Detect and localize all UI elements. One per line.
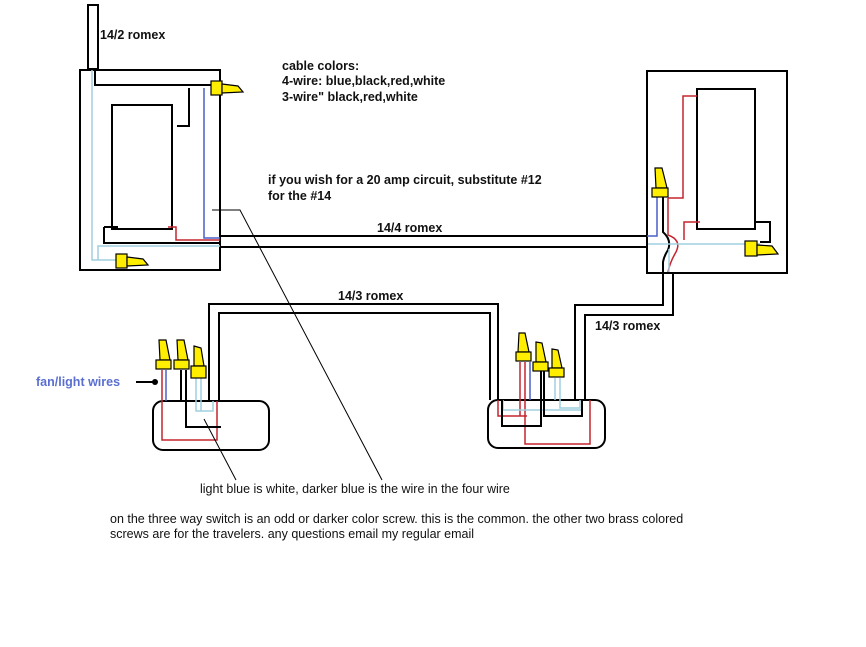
wire-nut (651, 187, 669, 198)
cable-colors-heading: cable colors: (282, 59, 359, 73)
amp-note-line2: for the #14 (268, 189, 331, 203)
supply-cable-label: 14/2 romex (100, 28, 165, 42)
three-wire-cable-left-label: 14/3 romex (338, 289, 403, 303)
four-wire-cable (220, 235, 646, 248)
wire-nut (744, 240, 758, 257)
switch-note-line1: on the three way switch is an odd or dar… (110, 512, 683, 526)
fan-light-box (152, 339, 270, 451)
wire-nut (173, 359, 190, 370)
pointer-line (203, 418, 237, 481)
four-wire-cable-label: 14/4 romex (377, 221, 442, 235)
legend-note: light blue is white, darker blue is the … (200, 482, 510, 496)
left-switch-body (111, 104, 173, 230)
right-switch-box (646, 70, 788, 274)
wire-nut (548, 367, 565, 378)
switch-note-line2: screws are for the travelers. any questi… (110, 527, 474, 541)
three-way-switch-box (487, 332, 606, 449)
wire-nut (155, 359, 172, 370)
cable-colors-three-wire: 3-wire" black,red,white (282, 90, 418, 104)
fan-light-dot (152, 379, 158, 385)
right-switch-body (696, 88, 756, 230)
wire-nut (210, 80, 223, 96)
wire-nut (515, 351, 532, 362)
wire-nut (532, 361, 549, 372)
supply-cable-14-2 (87, 4, 99, 70)
wire-nut (190, 365, 207, 379)
wire-nut (115, 253, 128, 269)
three-wire-cable-right-label: 14/3 romex (595, 319, 660, 333)
three-wire-cable-left (208, 303, 499, 400)
three-wire-cable-right (574, 273, 674, 400)
fan-light-label: fan/light wires (36, 375, 120, 389)
left-switch-box (79, 69, 245, 271)
pointer-line (212, 209, 383, 481)
cable-colors-four-wire: 4-wire: blue,black,red,white (282, 74, 445, 88)
amp-note-line1: if you wish for a 20 amp circuit, substi… (268, 173, 542, 187)
